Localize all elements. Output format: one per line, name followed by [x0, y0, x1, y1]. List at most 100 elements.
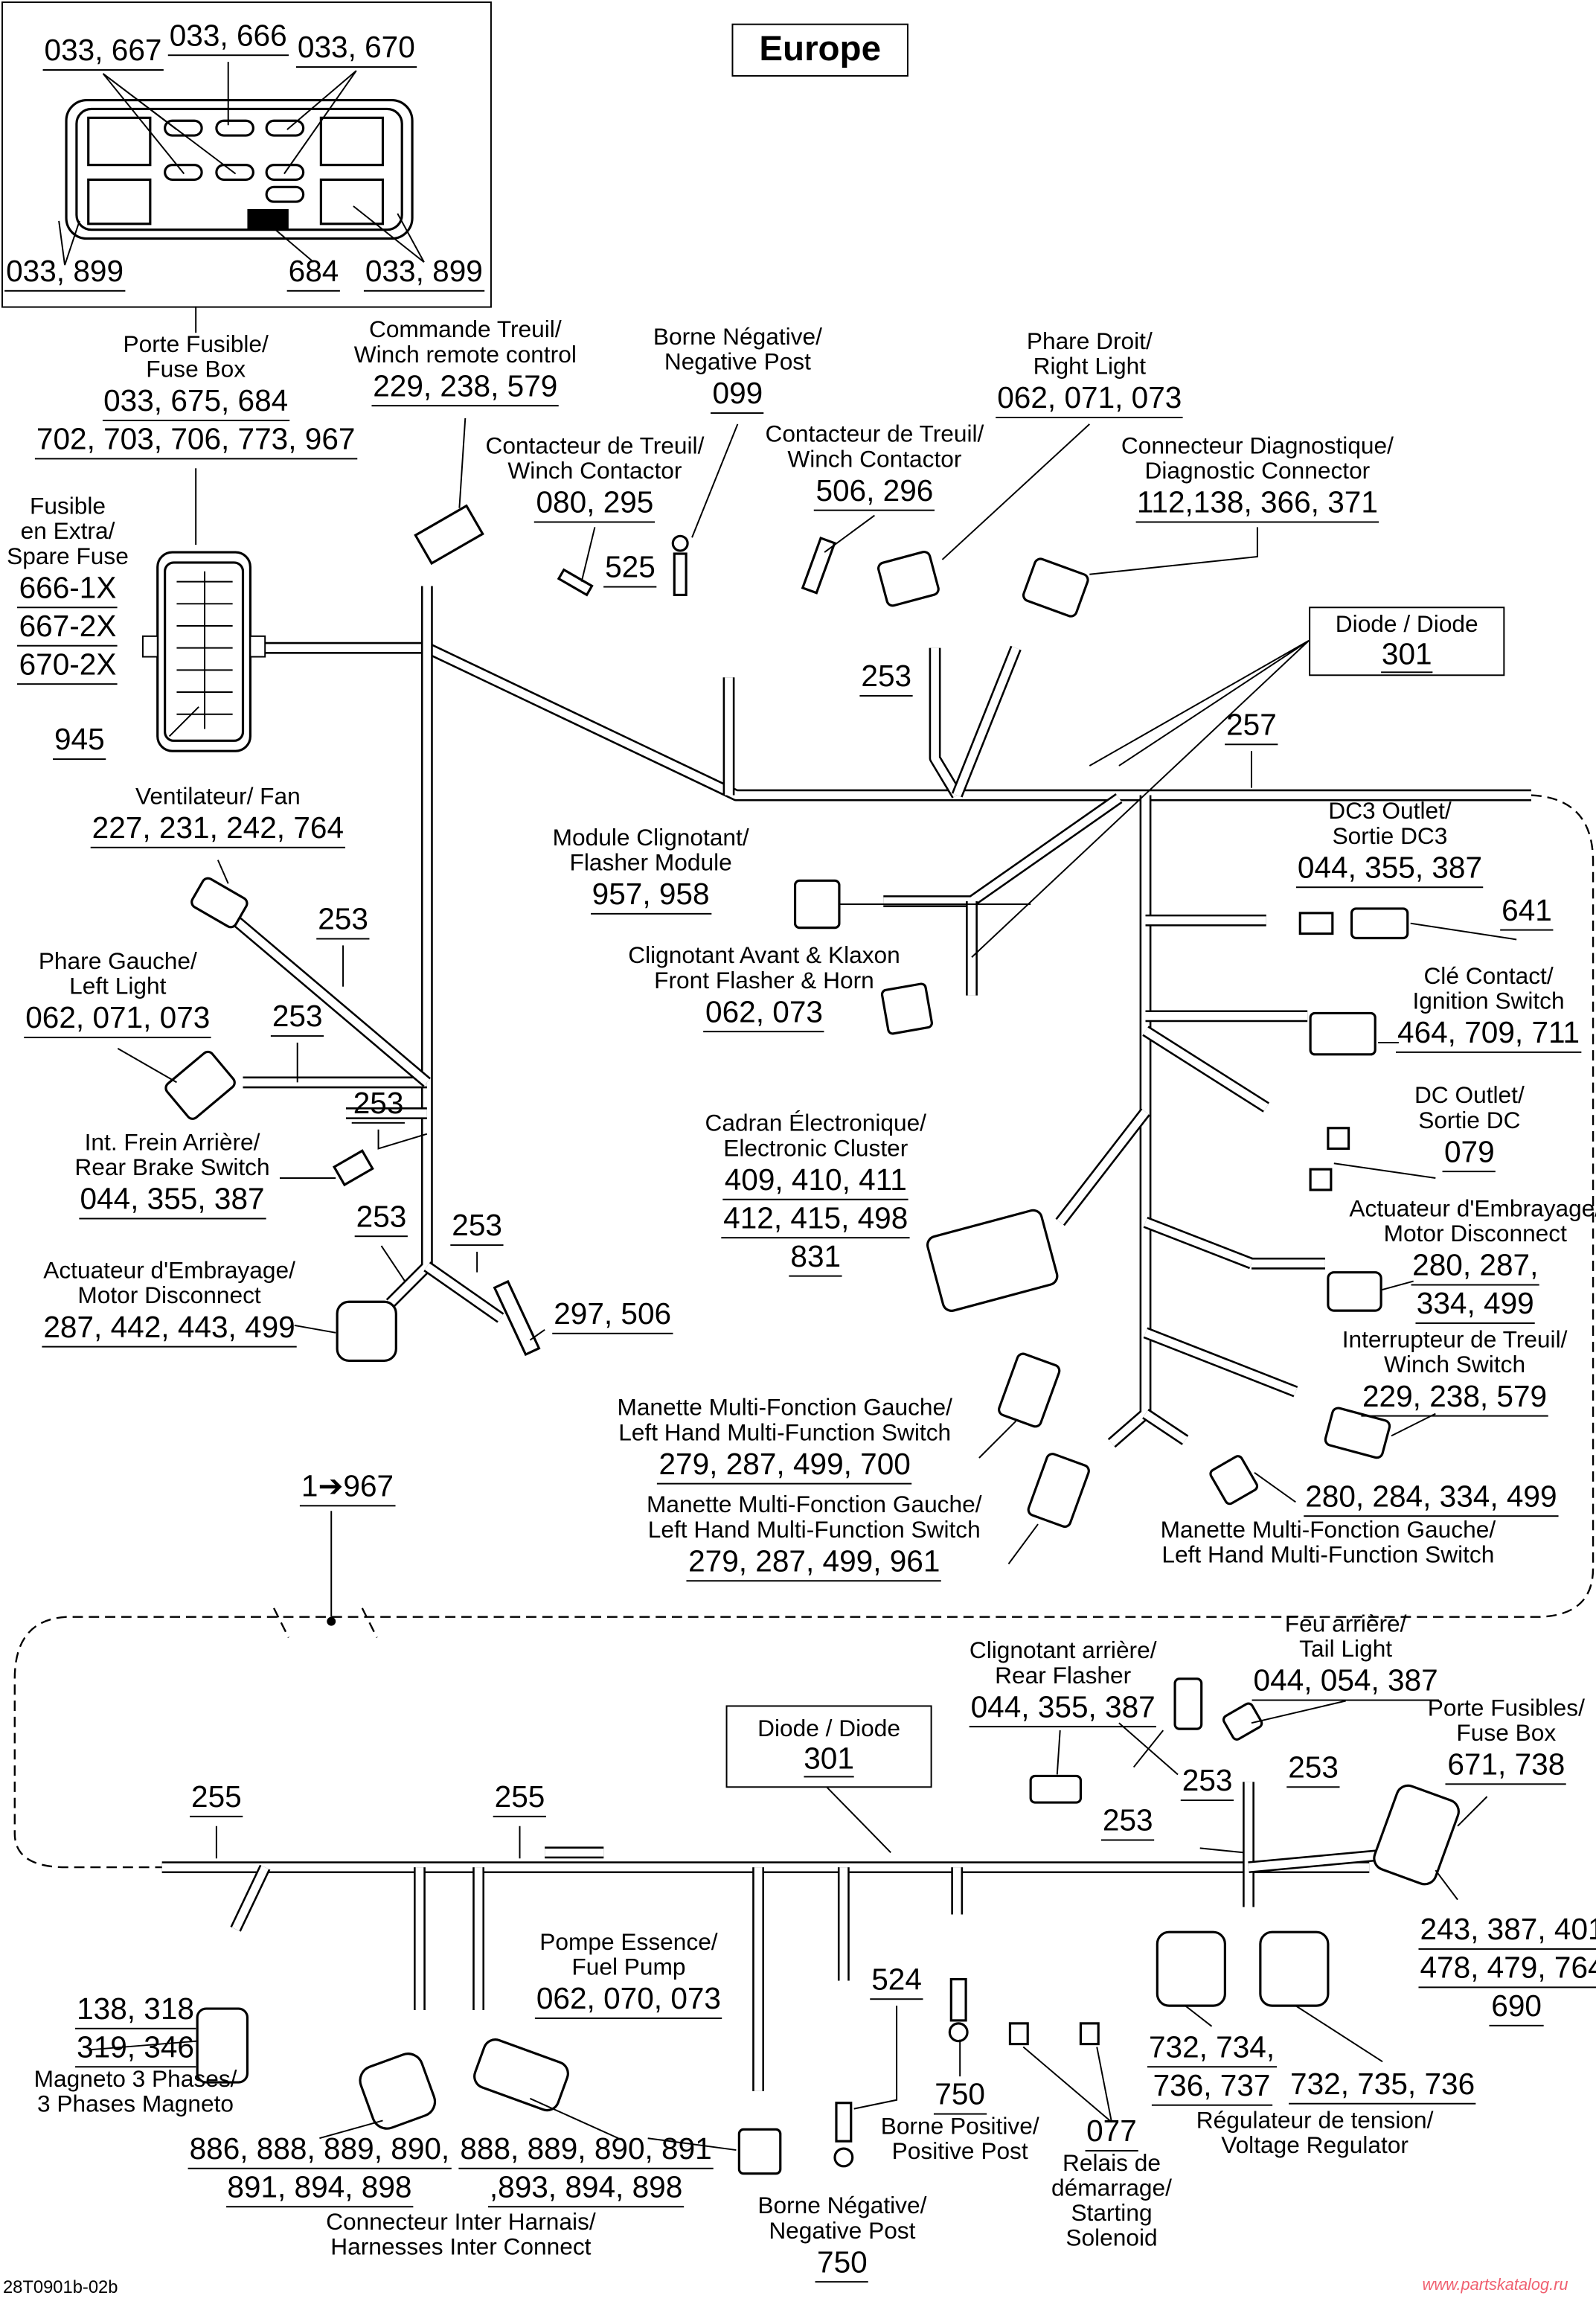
part-number: 062, 070, 073: [534, 1980, 723, 2019]
callout: 033, 899: [363, 253, 484, 292]
callout: 280, 284, 334, 499: [1304, 1479, 1559, 1517]
callout: 1➔967: [299, 1468, 396, 1507]
callout: 253: [1180, 1763, 1234, 1802]
callout-label: Left Light: [69, 974, 167, 1000]
multi-function-switch-connector-2: [1027, 1453, 1090, 1528]
callout: Régulateur de tension/Voltage Regulator: [1196, 2109, 1434, 2159]
part-number: 891, 894, 898: [225, 2169, 414, 2208]
callout-label: Cadran Électronique/: [705, 1111, 926, 1137]
diode-part-number: 301: [804, 1741, 854, 1778]
part-number: 279, 287, 499, 961: [687, 1543, 942, 1582]
callout-label: Rear Flasher: [995, 1664, 1132, 1689]
figure-code: 28T0901b-02b: [2, 2277, 118, 2297]
callout-label: Porte Fusibles/: [1427, 1696, 1585, 1722]
callout-label: Interrupteur de Treuil/: [1342, 1328, 1568, 1354]
callout-label: Actuateur d'Embrayage/: [1349, 1197, 1596, 1223]
part-number: 033, 667: [42, 33, 164, 71]
dc-outlet-connector-a: [1327, 1127, 1350, 1151]
callout: 732, 735, 736: [1289, 2066, 1477, 2105]
part-number: 033, 675, 684: [102, 383, 290, 421]
part-number: 253: [1100, 1802, 1155, 1841]
callout-label: Fusible: [29, 494, 106, 520]
harness-branch: [883, 793, 1123, 907]
part-number: 229, 238, 579: [371, 368, 560, 407]
callout-label: Manette Multi-Fonction Gauche/: [647, 1493, 982, 1519]
callout-label: Contacteur de Treuil/: [485, 434, 705, 460]
harness-branch: [231, 1865, 269, 1931]
starting-solenoid-connector-b: [1079, 2022, 1100, 2046]
callout-label: Ventilateur/ Fan: [135, 784, 301, 810]
part-number: 412, 415, 498: [722, 1200, 910, 1239]
part-number: 257: [1225, 707, 1278, 746]
callout: 732, 734,736, 737: [1147, 2029, 1277, 2106]
callout: 255: [190, 1779, 243, 1817]
harness-branch: [953, 646, 1020, 797]
callout-label: Régulateur de tension/: [1196, 2108, 1434, 2134]
part-number: 255: [493, 1779, 547, 1817]
negative-post-terminal-2: [835, 2102, 853, 2143]
fuse-box-inset-frame: [1, 1, 492, 308]
callout-label: Winch Contactor: [507, 459, 682, 485]
callout-label: Tail Light: [1299, 1637, 1393, 1663]
multi-function-switch-connector-1: [998, 1352, 1061, 1428]
harness-break-mark: [272, 1607, 378, 1638]
diagnostic-connector: [1022, 557, 1089, 618]
callout: 255: [493, 1779, 547, 1817]
part-number: 641: [1500, 892, 1554, 931]
part-number: 044, 355, 387: [1295, 850, 1484, 889]
magneto-connector: [196, 2007, 249, 2084]
callout-label: Sortie DC: [1418, 1109, 1521, 1134]
part-number: 279, 287, 499, 700: [657, 1446, 912, 1485]
callout-label: Contacteur de Treuil/: [765, 422, 984, 448]
callout-label: Fuse Box: [1456, 1721, 1557, 1747]
part-number: 062, 071, 073: [996, 380, 1184, 418]
callout-label: Motor Disconnect: [77, 1284, 261, 1310]
rear-fuse-box: [1373, 1784, 1460, 1886]
winch-switch-connector: [1324, 1407, 1391, 1459]
callout: 945: [53, 722, 106, 761]
part-number: 253: [1286, 1750, 1340, 1788]
callout-label: Borne Négative/: [757, 2194, 927, 2220]
callout: 641: [1500, 892, 1554, 931]
part-number: 886, 888, 889, 890,: [188, 2131, 452, 2169]
dc3-outlet-connector-b: [1350, 907, 1409, 940]
part-number: 525: [603, 549, 657, 588]
callout-label: Rear Brake Switch: [74, 1156, 270, 1181]
winch-contactor-2-connector: [801, 536, 836, 595]
callout-label: Negative Post: [769, 2219, 916, 2245]
winch-remote-connector: [414, 504, 484, 566]
part-number: 044, 355, 387: [78, 1181, 266, 1220]
callout-label: Negative Post: [664, 350, 811, 376]
part-number: 280, 287,: [1411, 1247, 1540, 1286]
part-number: 062, 073: [704, 994, 824, 1033]
callout-label: Front Flasher & Horn: [654, 969, 874, 994]
callout-label: Positive Post: [891, 2140, 1028, 2165]
right-light-connector: [877, 550, 940, 607]
harness-branch: [424, 1263, 503, 1322]
callout: 033, 899: [4, 253, 126, 292]
callout-label: Sortie DC3: [1332, 825, 1448, 850]
fan-connector: [190, 877, 249, 929]
callout-label: Manette Multi-Fonction Gauche/: [1160, 1518, 1496, 1543]
callout-label: Diagnostic Connector: [1144, 459, 1371, 485]
callout: 524: [870, 1962, 923, 2000]
fuel-pump-connector: [737, 2128, 782, 2175]
dc3-outlet-connector-a: [1298, 912, 1334, 935]
callout: 033, 667: [42, 33, 164, 71]
callout: 888, 889, 890, 891,893, 894, 898: [458, 2131, 714, 2208]
part-number: 255: [190, 1779, 243, 1817]
part-number: 690: [1490, 1988, 1543, 2026]
harness-interconnect-connector-1: [359, 2053, 437, 2130]
